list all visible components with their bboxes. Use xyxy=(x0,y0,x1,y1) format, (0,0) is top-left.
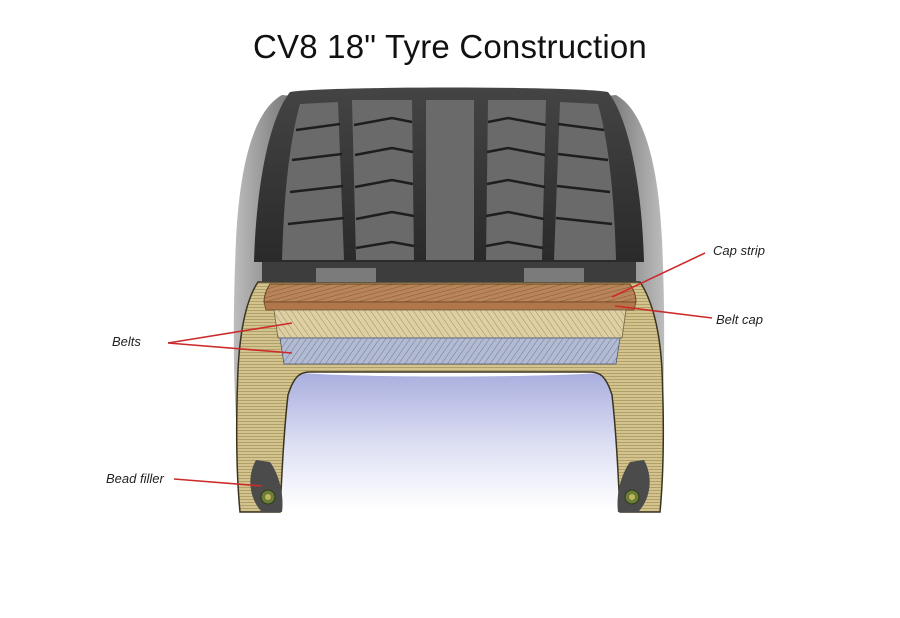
tread-sipes xyxy=(287,116,613,250)
belt-cap-label: Belt cap xyxy=(716,312,763,327)
right-bead xyxy=(617,460,650,512)
belt-upper xyxy=(273,309,627,339)
left-bead xyxy=(250,460,283,512)
cap-strip-layer xyxy=(263,283,637,303)
belt-cap-leader xyxy=(614,305,713,319)
belt-cap-layer xyxy=(263,301,637,311)
inner-cavity xyxy=(280,372,620,510)
cap-strip-leader xyxy=(611,252,706,298)
belts-leader-lower xyxy=(167,342,293,354)
leader-lines xyxy=(167,252,713,487)
belts-leader-upper xyxy=(167,322,293,344)
cap-strip-label: Cap strip xyxy=(713,243,766,258)
page-title: CV8 18" Tyre Construction xyxy=(253,28,647,65)
belts-label: Belts xyxy=(112,334,141,349)
belt-lower xyxy=(279,337,621,365)
bead-filler-leader xyxy=(173,478,263,487)
bead-filler-label: Bead filler xyxy=(106,471,164,486)
